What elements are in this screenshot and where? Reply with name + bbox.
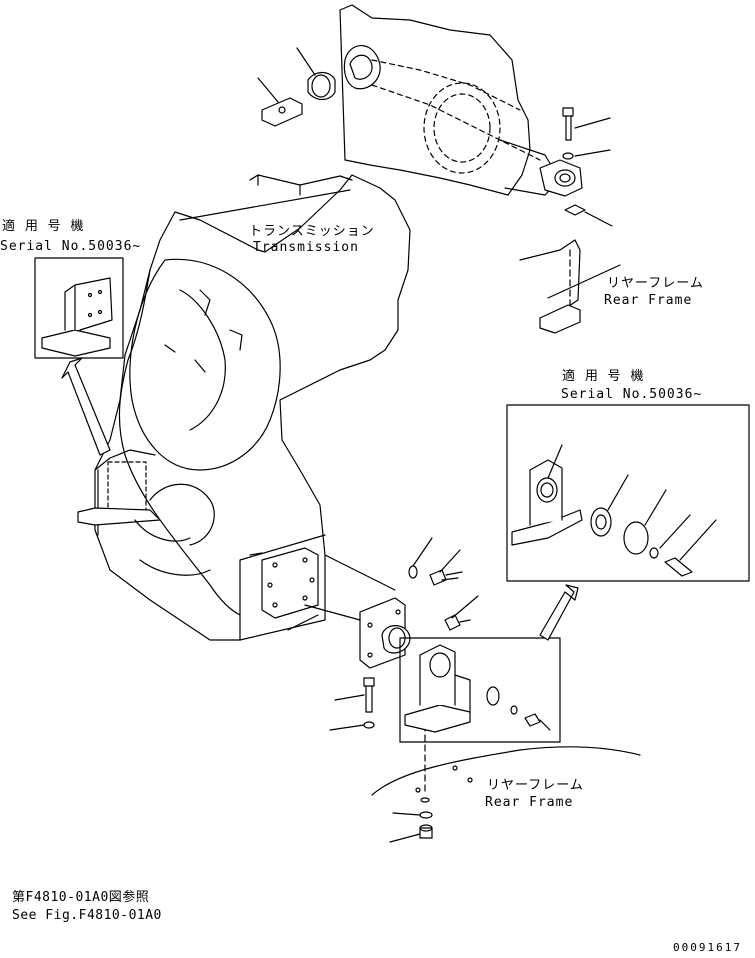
upper-mount-bushing bbox=[539, 159, 583, 197]
left-applicable-jp: 適 用 号 機 bbox=[2, 219, 85, 234]
rear-frame-bottom-en: Rear Frame bbox=[485, 795, 574, 810]
right-applicable-serial: Serial No.50036~ bbox=[561, 387, 703, 402]
transmission-label-jp: トランスミッション bbox=[249, 224, 375, 239]
right-applicable-jp: 適 用 号 機 bbox=[562, 369, 645, 384]
right-variant-box bbox=[506, 404, 750, 641]
rear-frame-bottom-jp: リヤーフレーム bbox=[487, 778, 584, 793]
bottom-variant-box bbox=[399, 637, 561, 743]
transmission-body bbox=[77, 174, 411, 641]
upper-rear-bracket bbox=[339, 4, 561, 196]
reference-line-1: 第F4810-01A0図参照 bbox=[12, 890, 150, 905]
rear-frame-top-en: Rear Frame bbox=[604, 293, 693, 308]
drawing-code: 00091617 bbox=[673, 941, 742, 954]
reference-line-2: See Fig.F4810-01A0 bbox=[12, 908, 162, 923]
bottom-mount-assembly bbox=[287, 537, 641, 843]
top-left-parts bbox=[257, 47, 336, 127]
transmission-label-en: Transmission bbox=[253, 240, 359, 255]
top-rear-frame bbox=[519, 239, 621, 334]
left-variant-box bbox=[34, 257, 124, 456]
rear-frame-top-jp: リヤーフレーム bbox=[607, 276, 704, 291]
left-applicable-serial: Serial No.50036~ bbox=[0, 239, 142, 254]
top-bolt bbox=[562, 107, 613, 227]
